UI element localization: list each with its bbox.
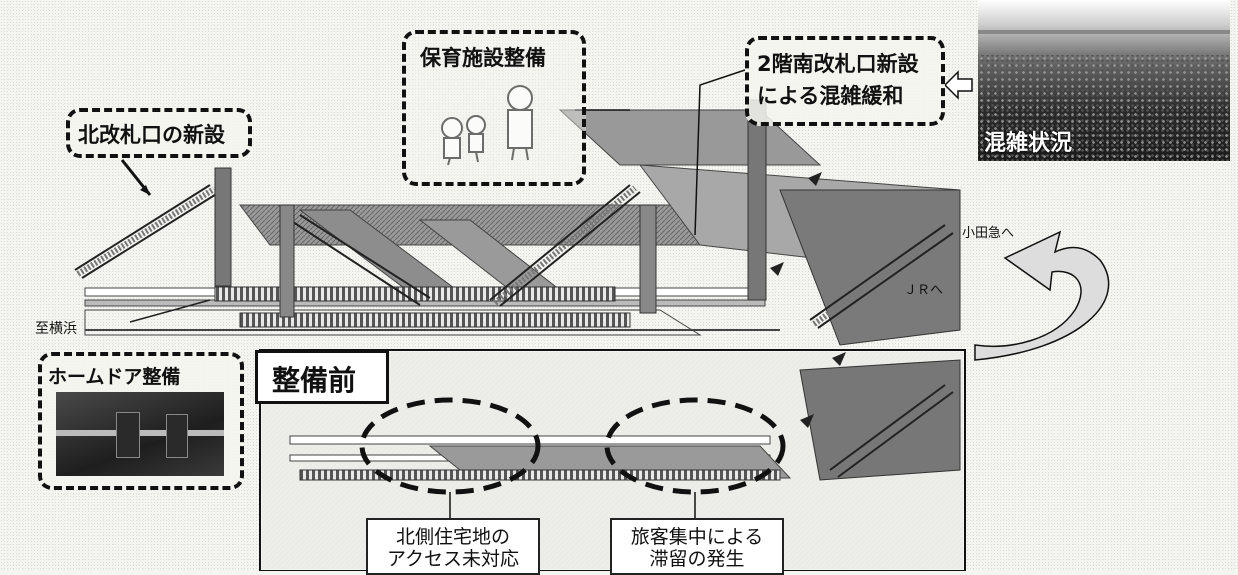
issue-north-box: 北側住宅地の アクセス未対応 bbox=[366, 518, 540, 575]
odakyu-label: 小田急へ bbox=[962, 226, 1015, 241]
congestion-photo: 混雑状況 bbox=[978, 0, 1230, 161]
pillar-1 bbox=[214, 167, 232, 287]
escalator-center-down bbox=[289, 214, 431, 306]
south-gate-label-2: による混雑緩和 bbox=[757, 84, 904, 108]
photo-caption: 混雑状況 bbox=[984, 131, 1073, 156]
pillar-4 bbox=[747, 99, 767, 301]
yokohama-label: 至横浜 bbox=[35, 321, 77, 337]
issue-crowd-line-1: 旅客集中による bbox=[630, 526, 764, 548]
before-panel-title: 整備前 bbox=[272, 364, 357, 397]
issue-north-line-1: 北側住宅地の bbox=[395, 526, 510, 548]
curved-arrow bbox=[974, 230, 1110, 361]
right-deck bbox=[779, 189, 961, 346]
hollow-arrow bbox=[943, 70, 973, 100]
issue-crowd-line-2: 滞留の発生 bbox=[649, 548, 745, 570]
before-train bbox=[299, 469, 781, 481]
escalator-jr bbox=[809, 224, 954, 329]
before-platform-1 bbox=[289, 435, 771, 445]
escalator-north bbox=[74, 184, 219, 279]
escalator-center-up bbox=[489, 184, 641, 307]
small-arrow-1 bbox=[808, 172, 822, 186]
leader-south-gate bbox=[694, 69, 746, 236]
south-gate-callout: 2階南改札口新設 による混雑緩和 bbox=[745, 36, 945, 126]
childcare-callout: 保育施設整備 bbox=[402, 30, 586, 186]
platform-door-label: ホームドア整備 bbox=[48, 366, 181, 388]
before-escalator bbox=[829, 384, 954, 478]
issue-north-line-2: アクセス未対応 bbox=[386, 548, 520, 570]
platform-door-callout: ホームドア整備 bbox=[38, 352, 244, 490]
north-gate-callout: 北改札口の新設 bbox=[66, 108, 252, 158]
pillar-3 bbox=[639, 204, 657, 314]
platform-door-photo bbox=[56, 392, 224, 476]
pillar-2 bbox=[279, 204, 295, 318]
before-right-deck bbox=[799, 359, 961, 481]
north-gate-label: 北改札口の新設 bbox=[78, 123, 225, 147]
problem-ellipse-north bbox=[359, 397, 541, 495]
small-arrow-2 bbox=[770, 262, 784, 276]
problem-ellipse-crowd bbox=[604, 397, 786, 495]
south-gate-label-1: 2階南改札口新設 bbox=[757, 52, 919, 76]
before-panel-title-box: 整備前 bbox=[255, 350, 389, 404]
train-2 bbox=[239, 312, 631, 328]
yokohama-arrow bbox=[129, 299, 211, 323]
childcare-label: 保育施設整備 bbox=[420, 46, 546, 70]
issue-crowd-box: 旅客集中による 滞留の発生 bbox=[610, 518, 784, 575]
jr-label: ＪＲへ bbox=[904, 283, 944, 298]
lower-platform bbox=[84, 309, 702, 336]
childcare-illustration bbox=[441, 85, 533, 166]
